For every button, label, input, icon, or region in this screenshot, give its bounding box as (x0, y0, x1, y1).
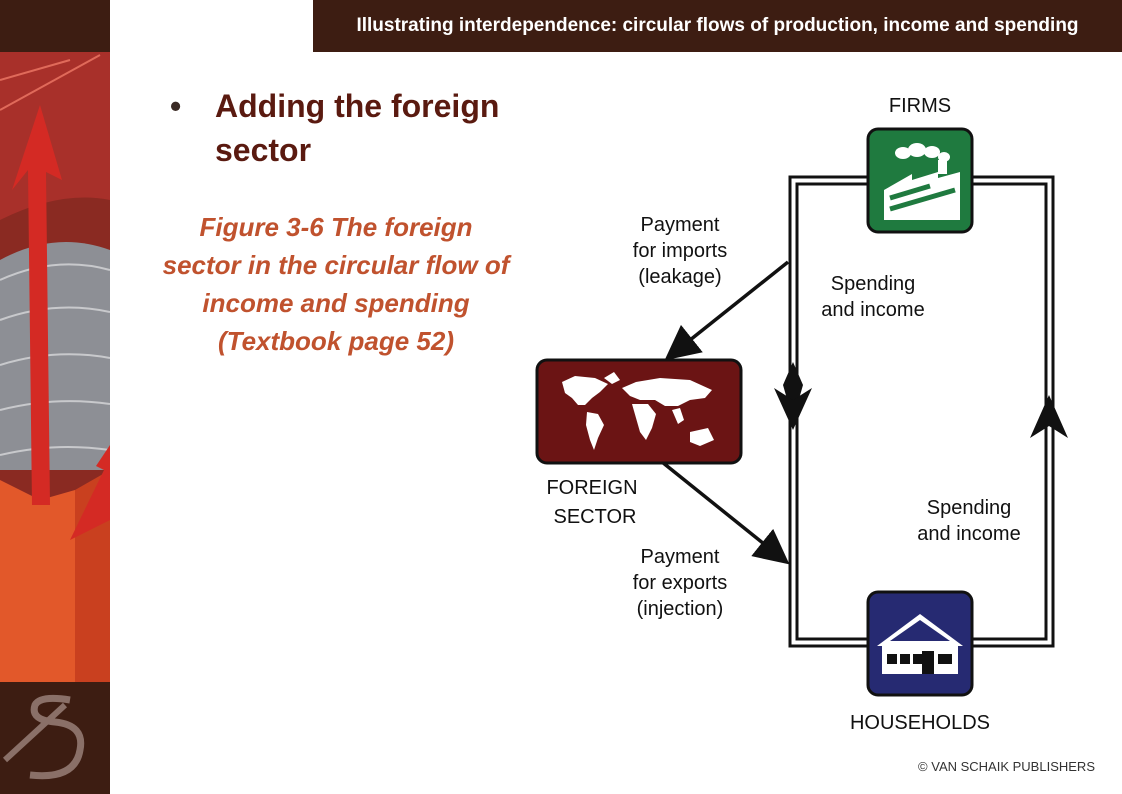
foreign-sector-label-line2: SECTOR (554, 506, 637, 528)
imports-label-line1: Payment (641, 214, 720, 236)
exports-arrow (660, 460, 790, 565)
firms-label: FIRMS (889, 95, 951, 117)
exports-label-line3: (injection) (637, 598, 724, 620)
households-label: HOUSEHOLDS (850, 712, 990, 734)
flow-arrowhead-down (774, 388, 812, 430)
world-map-icon (562, 372, 714, 450)
imports-arrow (664, 260, 790, 361)
flow-loop-inner (795, 182, 1048, 641)
copyright-notice: © VAN SCHAIK PUBLISHERS (918, 759, 1095, 774)
flow-arrow-down (783, 362, 803, 420)
foreign-sector-label-line1: FOREIGN (546, 477, 637, 499)
sidebar-artwork (0, 52, 110, 794)
slide-title: Illustrating interdependence: circular f… (356, 15, 1079, 36)
spending-income-top-line2: and income (821, 299, 924, 321)
flow-loop-outer (788, 175, 1055, 648)
house-icon (877, 614, 963, 674)
slide-title-bar: Illustrating interdependence: circular f… (313, 0, 1122, 52)
bullet-text: Adding the foreign sector (215, 88, 500, 168)
exports-label-line2: for exports (633, 572, 727, 594)
imports-label-line2: for imports (633, 240, 727, 262)
bullet-icon: • (170, 88, 182, 124)
decorative-sidebar (0, 0, 110, 794)
spending-income-top-line1: Spending (831, 273, 916, 295)
figure-caption: Figure 3-6 The foreign sector in the cir… (162, 212, 510, 356)
spending-income-bottom-line2: and income (917, 523, 1020, 545)
spending-income-bottom-line1: Spending (927, 497, 1012, 519)
factory-icon (884, 143, 960, 220)
imports-label-line3: (leakage) (638, 266, 721, 288)
bullet-point: • Adding the foreign sector (170, 84, 510, 172)
flow-arrowhead-up (1030, 395, 1068, 438)
exports-label-line1: Payment (641, 546, 720, 568)
